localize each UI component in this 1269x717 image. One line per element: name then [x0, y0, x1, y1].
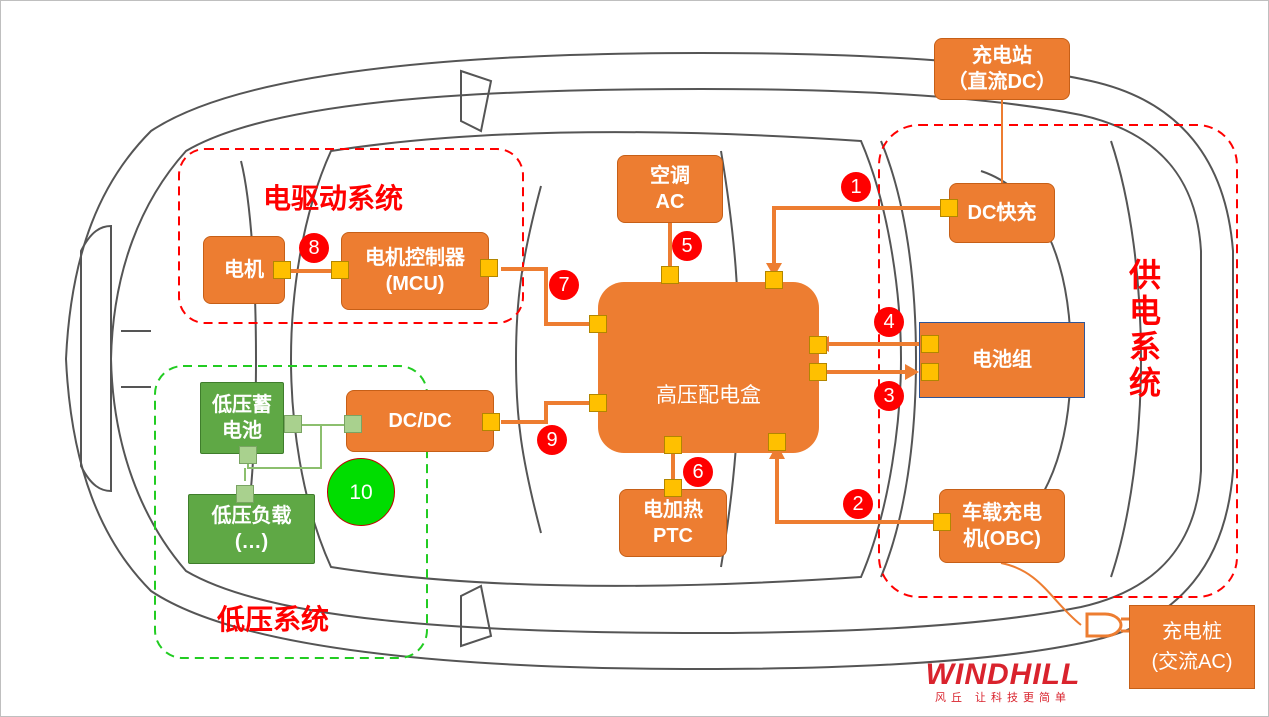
mcu-sublabel: (MCU) — [385, 273, 445, 295]
badge-2: 2 — [843, 489, 873, 519]
obc-sublabel: 机(OBC) — [963, 528, 1041, 550]
mcu-box[interactable]: 电机控制器 (MCU) — [341, 232, 489, 310]
low-voltage-system-label: 低压系统 — [217, 604, 330, 635]
badge-9: 9 — [537, 425, 567, 455]
dcdc-label: DC/DC — [388, 410, 452, 432]
supply-system-label-char: 电 — [1128, 293, 1161, 329]
charging-station-sublabel: （直流DC） — [947, 71, 1057, 93]
charging-pile-label: 充电桩 — [1162, 621, 1222, 643]
badge-3: 3 — [874, 381, 904, 411]
charging-station-label: 充电站 — [972, 45, 1032, 67]
battery-pack-box[interactable]: 电池组 — [919, 322, 1085, 398]
ptc-sublabel: PTC — [653, 525, 693, 547]
badge-4: 4 — [874, 307, 904, 337]
lv-connector-port — [344, 415, 362, 433]
dcdc-box[interactable]: DC/DC — [346, 390, 494, 452]
supply-system-frame — [878, 124, 1238, 598]
badge-5: 5 — [672, 231, 702, 261]
motor-box[interactable]: 电机 — [203, 236, 285, 304]
connector-port — [480, 259, 498, 277]
lv-load-box[interactable]: 低压负载 (…) — [188, 494, 315, 564]
ptc-box[interactable]: 电加热 PTC — [619, 489, 727, 557]
hv-distribution-box[interactable]: 高压配电盒 — [598, 282, 819, 453]
connector-port — [664, 479, 682, 497]
dc-fast-charge-box[interactable]: DC快充 — [949, 183, 1055, 243]
supply-system-label: 供 电 系 统 — [1125, 257, 1165, 401]
lv-load-label: 低压负载 — [211, 505, 292, 527]
motor-label: 电机 — [224, 259, 264, 281]
connector-port — [664, 436, 682, 454]
ac-sublabel: AC — [655, 191, 685, 213]
connector-port — [482, 413, 500, 431]
dc-fast-charge-label: DC快充 — [967, 202, 1037, 224]
ac-box[interactable]: 空调 AC — [617, 155, 723, 223]
badge-6: 6 — [683, 457, 713, 487]
badge-7: 7 — [549, 270, 579, 300]
obc-label: 车载充电 — [962, 502, 1042, 524]
low-voltage-system-frame — [154, 365, 428, 659]
obc-box[interactable]: 车载充电 机(OBC) — [939, 489, 1065, 563]
connector-port — [589, 315, 607, 333]
pile-cable — [1000, 562, 1082, 626]
drive-system-frame — [178, 148, 524, 324]
supply-system-label-char: 系 — [1128, 329, 1161, 365]
badge-1: 1 — [841, 172, 871, 202]
supply-system-label-char: 供 — [1128, 257, 1161, 293]
charging-pile-box[interactable]: 充电桩 (交流AC) — [1129, 605, 1255, 689]
lv-battery-label: 低压蓄 — [212, 394, 272, 416]
badge-10: 10 — [327, 458, 395, 526]
connector-port — [768, 433, 786, 451]
connector-port — [809, 336, 827, 354]
lv-connector-port — [239, 446, 257, 464]
drive-system-label: 电驱动系统 — [263, 183, 404, 214]
charging-station-box[interactable]: 充电站 （直流DC） — [934, 38, 1070, 100]
supply-system-label-char: 统 — [1128, 365, 1161, 401]
battery-pack-label: 电池组 — [972, 349, 1032, 371]
connector-port — [921, 363, 939, 381]
connector-port — [661, 266, 679, 284]
mcu-label: 电机控制器 — [365, 247, 465, 269]
ptc-label: 电加热 — [643, 499, 703, 521]
lv-load-sublabel: (…) — [234, 531, 269, 553]
logo-tagline: 风丘 让科技更简单 — [934, 692, 1072, 704]
connector-port — [589, 394, 607, 412]
lv-connector-port — [284, 415, 302, 433]
logo-brand: WINDHILL — [925, 658, 1081, 691]
hv-distribution-label: 高压配电盒 — [656, 384, 761, 407]
plug-icon — [1085, 612, 1129, 638]
badge-8: 8 — [299, 233, 329, 263]
lv-battery-box[interactable]: 低压蓄 电池 — [200, 382, 284, 454]
connector-port — [933, 513, 951, 531]
windhill-logo: WINDHILL 风丘 让科技更简单 — [923, 659, 1083, 705]
connector-port — [809, 363, 827, 381]
connector-port — [765, 271, 783, 289]
connector-port — [921, 335, 939, 353]
connector-port — [940, 199, 958, 217]
lv-battery-sublabel: 电池 — [222, 420, 262, 442]
ac-label: 空调 — [650, 165, 690, 187]
connector-port — [273, 261, 291, 279]
connector-port — [331, 261, 349, 279]
lv-connector-port — [236, 485, 254, 503]
charging-pile-sublabel: (交流AC) — [1151, 651, 1233, 673]
